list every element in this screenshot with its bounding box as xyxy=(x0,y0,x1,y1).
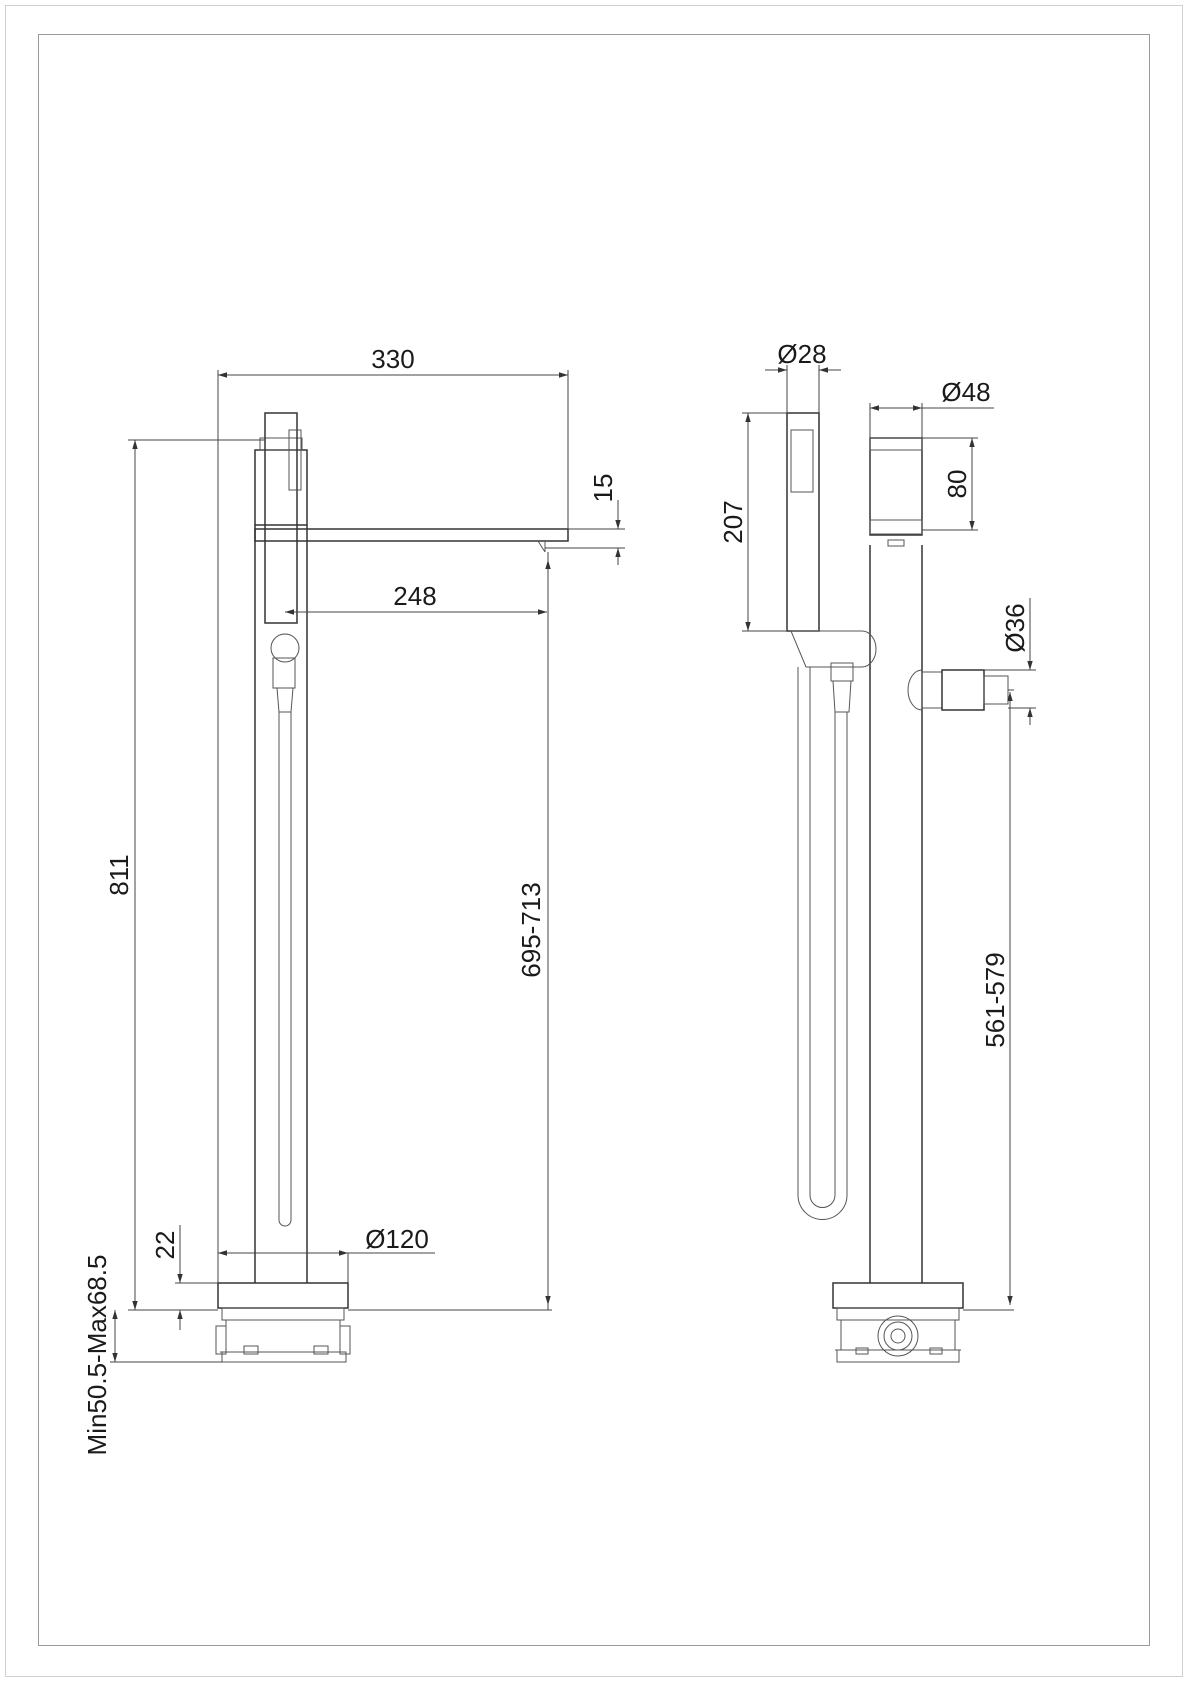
dim-base-diameter: Ø120 xyxy=(365,1224,429,1254)
dim-floor-box-depth: Min50.5-Max68.5 xyxy=(82,1255,112,1456)
dim-spout-height: 695-713 xyxy=(516,882,546,977)
front-view-dimensions: 330 811 15 248 695-713 22 Ø120 Min5 xyxy=(82,344,625,1455)
side-view-dimensions: Ø28 Ø48 80 207 Ø36 561-579 xyxy=(718,339,1036,1311)
dim-width-total: 330 xyxy=(371,344,414,374)
sheet-outer-border xyxy=(5,5,1183,1677)
dim-height-total: 811 xyxy=(104,854,134,895)
dim-outlet-diameter: Ø36 xyxy=(1000,603,1030,652)
dim-handle-diameter: Ø48 xyxy=(941,377,990,407)
front-view xyxy=(215,412,569,1363)
dim-spout-thickness: 15 xyxy=(588,474,618,503)
sheet-inner-border xyxy=(38,34,1150,1646)
dim-spout-reach: 248 xyxy=(393,581,436,611)
dim-base-plate-height: 22 xyxy=(150,1231,180,1260)
dim-outlet-height: 561-579 xyxy=(980,952,1010,1047)
dim-handshower-diameter: Ø28 xyxy=(777,339,826,369)
dim-handle-height: 80 xyxy=(942,470,972,499)
dim-handshower-length: 207 xyxy=(718,500,748,543)
side-view xyxy=(786,412,1009,1363)
